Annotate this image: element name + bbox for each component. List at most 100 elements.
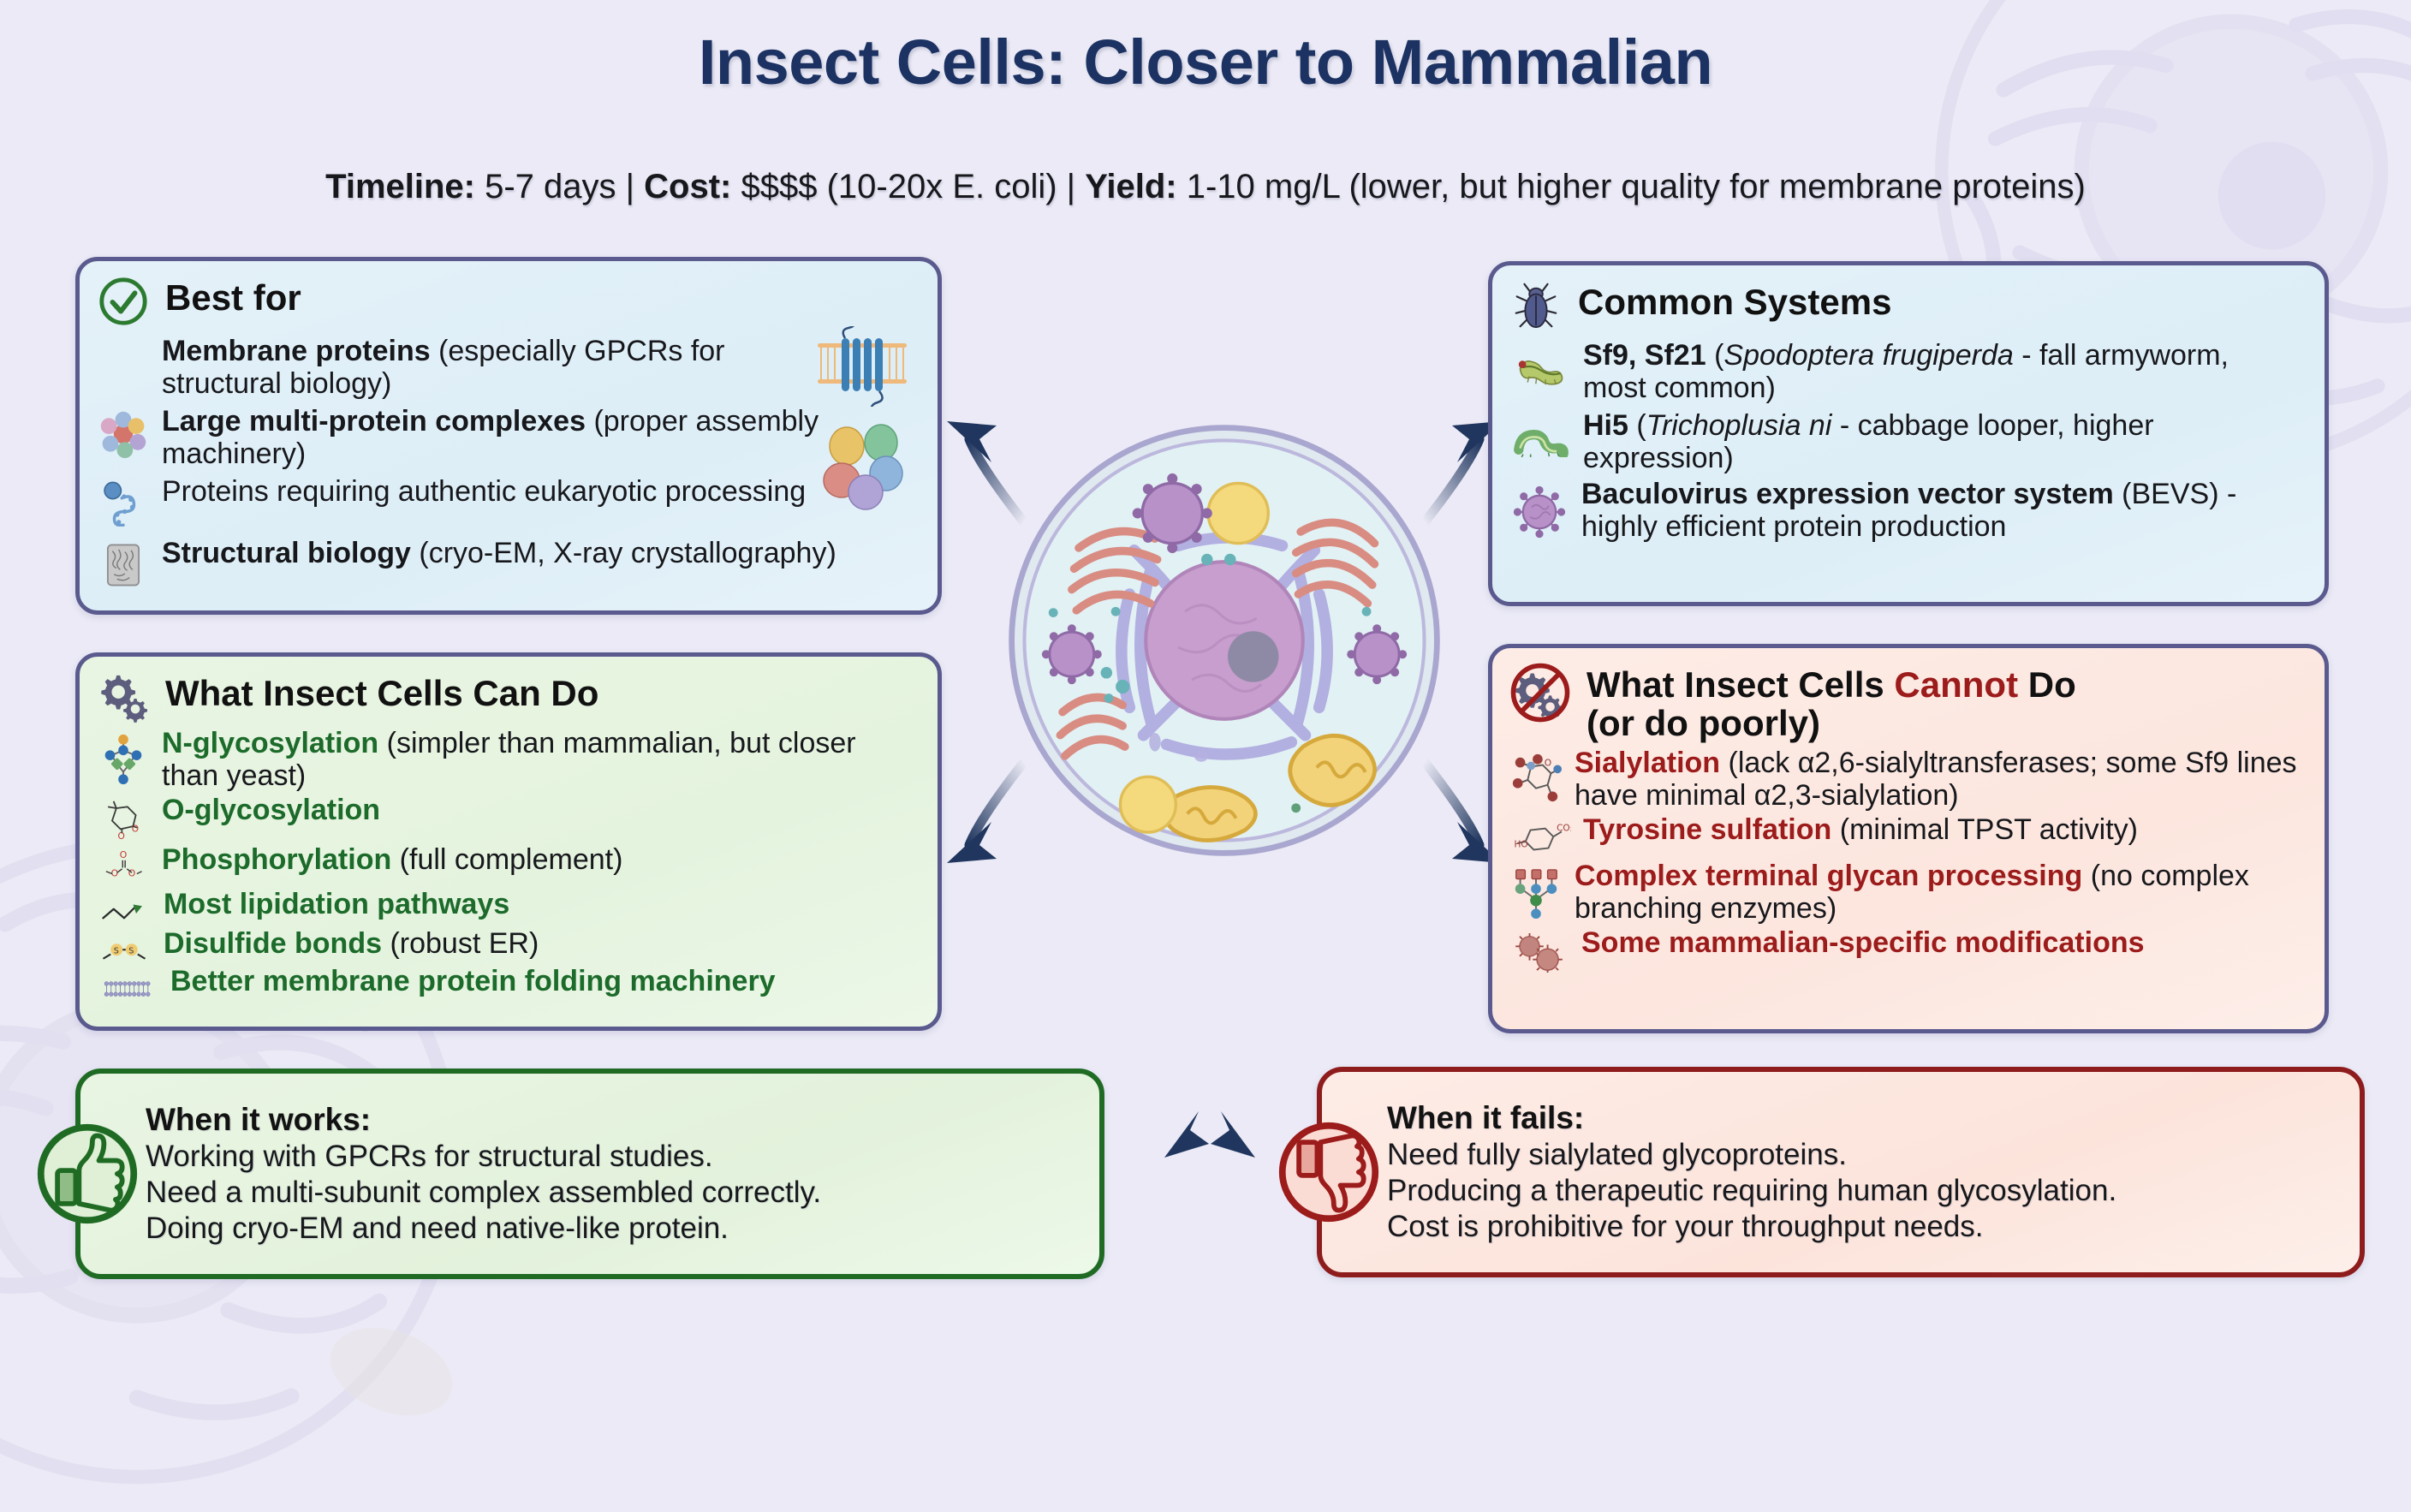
list-item: S S Disulfide bonds (robust ER) [97, 926, 920, 963]
verdict-works-line-1: Need a multi-subunit complex assembled c… [146, 1176, 822, 1210]
card-can-do-title: What Insect Cells Can Do [165, 673, 599, 713]
cando-row-0-rest: (simpler than mammalian, but closer than… [162, 727, 856, 793]
cannot-row-2-rest: (no complex branching enzymes) [1575, 859, 2249, 925]
cando-row-4-rest: (robust ER) [382, 927, 539, 961]
disulfide-bond-icon: S S [102, 944, 146, 960]
cando-row-3-hl: Most lipidation pathways [164, 888, 510, 921]
best-row-3-bold: Structural biology [162, 537, 411, 570]
cannot-row-1-hl: Tyrosine sulfation [1583, 813, 1832, 846]
list-item: Large multi-protein complexes (proper as… [97, 403, 920, 510]
cost-value: $$$$ (10-20x E. coli) | [731, 168, 1086, 205]
cando-row-2-hl: Phosphorylation [162, 843, 392, 877]
systems-row-1-pre: ( [1628, 409, 1646, 443]
cannot-row-2-hl: Complex terminal glycan processing [1575, 859, 2083, 892]
systems-row-0-rest: - fall armyworm, most common) [1583, 339, 2229, 405]
thumbs-up-icon [37, 1123, 138, 1224]
cannot-row-1-rest: (minimal TPST activity) [1831, 813, 2138, 846]
systems-row-2-bold: Baculovirus expression vector system [1581, 478, 2114, 511]
verdict-works-line-2: Doing cryo-EM and need native-like prote… [146, 1211, 729, 1246]
card-best-for-header: Best for [80, 261, 938, 328]
card-common-systems-title: Common Systems [1578, 282, 1892, 322]
card-can-do-header: What Insect Cells Can Do [80, 657, 938, 725]
row-icon-slot [97, 333, 150, 342]
list-item: O O O Phosphorylation (full complement) [97, 842, 920, 886]
svg-text:HO: HO [1514, 839, 1527, 849]
list-item: Hi5 (Trichoplusia ni - cabbage looper, h… [1509, 408, 2307, 474]
best-row-0-bold: Membrane proteins [162, 335, 431, 367]
systems-row-1-rest: - cabbage looper, higher expression) [1583, 409, 2154, 475]
verdict-fails-line-2: Cost is prohibitive for your throughput … [1387, 1210, 1984, 1244]
list-item: Membrane proteins (especially GPCRs for … [97, 326, 920, 407]
verdict-fails-body: When it fails: Need fully sialylated gly… [1387, 1099, 2339, 1245]
cando-row-0-hl: N-glycosylation [162, 727, 379, 759]
best-row-2-rest: Proteins requiring authentic eukaryotic … [162, 475, 807, 509]
virus-particles-icon [1515, 933, 1563, 973]
svg-text:O: O [132, 824, 139, 835]
beetle-icon [1515, 283, 1557, 329]
thumbs-down-icon [1278, 1122, 1379, 1223]
timeline-value: 5-7 days | [475, 168, 645, 205]
cando-row-4-hl: Disulfide bonds [164, 927, 382, 961]
verdict-works-title: When it works: [146, 1101, 372, 1137]
card-common-systems-header: Common Systems [1492, 265, 2325, 332]
branched-glycan-icon [1515, 869, 1557, 919]
card-can-do-rows: N-glycosylation (simpler than mammalian,… [80, 725, 938, 1006]
check-circle-icon [99, 277, 147, 325]
systems-row-0-pre: ( [1706, 339, 1724, 372]
infographic-canvas: Insect Cells: Closer to Mammalian Timeli… [0, 0, 2411, 1279]
svg-text:S: S [128, 947, 134, 956]
best-row-0-rest: (especially GPCRs for structural biology… [162, 335, 725, 401]
cannot-row-3-hl: Some mammalian-specific modifications [1581, 926, 2145, 960]
card-best-for: Best for Membrane proteins (especially G… [75, 257, 942, 615]
armyworm-caterpillar-icon [1518, 360, 1563, 385]
page-subtitle: Timeline: 5-7 days | Cost: $$$$ (10-20x … [0, 168, 2411, 206]
list-item: O Sialylation (lack α2,6-sialyltransfera… [1509, 745, 2307, 812]
sialic-acid-icon: O [1512, 753, 1563, 801]
list-item: CO₃ HO Tyrosine sulfation (minimal TPST … [1509, 812, 2307, 858]
card-common-systems: Common Systems Sf9, Sf21 (Spodoptera fru… [1488, 261, 2329, 606]
phosphate-group-icon: O O O [105, 849, 142, 879]
svg-text:O: O [128, 868, 135, 879]
cando-row-1-hl: O-glycosylation [162, 794, 381, 827]
card-best-for-rows: Membrane proteins (especially GPCRs for … [80, 326, 938, 598]
card-can-do: What Insect Cells Can Do [75, 652, 942, 1031]
card-best-for-title: Best for [165, 277, 301, 318]
list-item: Most lipidation pathways [97, 886, 920, 926]
cannot-title-post: Do [2018, 664, 2076, 705]
cannot-row-0-rest: (lack α2,6-sialyltransferases; some Sf9 … [1575, 746, 2297, 812]
systems-row-0-bold: Sf9, Sf21 [1583, 339, 1706, 372]
list-item: Structural biology (cryo-EM, X-ray cryst… [97, 535, 920, 590]
cannot-title-pre: What Insect Cells [1586, 664, 1895, 705]
no-gears-icon [1510, 663, 1570, 723]
o-glycan-sugar-icon: O O [107, 801, 139, 842]
gears-icon [101, 675, 147, 723]
svg-text:CO₃: CO₃ [1557, 823, 1571, 833]
list-item: Complex terminal glycan processing (no c… [1509, 858, 2307, 925]
list-item: O O O-glycosylation [97, 792, 920, 842]
list-item: Baculovirus expression vector system (BE… [1509, 476, 2307, 543]
list-item: Better membrane protein folding machiner… [97, 963, 920, 997]
card-cannot-do: What Insect Cells Cannot Do (or do poorl… [1488, 644, 2329, 1033]
protein-complex-icon [100, 411, 146, 459]
systems-row-0-species: Spodoptera frugiperda [1723, 339, 2014, 372]
baculovirus-icon [1513, 486, 1566, 539]
systems-row-1-bold: Hi5 [1583, 409, 1628, 443]
svg-text:O: O [120, 849, 127, 860]
yield-value: 1-10 mg/L (lower, but higher quality for… [1176, 168, 2086, 205]
svg-text:S: S [114, 947, 119, 956]
svg-text:O: O [111, 868, 118, 879]
systems-row-1-species: Trichoplusia ni [1646, 409, 1832, 443]
best-row-3-rest: (cryo-EM, X-ray crystallography) [410, 537, 836, 570]
verdict-when-it-fails: When it fails: Need fully sialylated gly… [1278, 1067, 2365, 1277]
verdict-when-it-works: When it works: Working with GPCRs for st… [37, 1069, 1104, 1279]
list-item: Proteins requiring authentic eukaryotic … [97, 473, 920, 527]
protein-complex-blobs-icon [823, 424, 903, 510]
best-row-1-bold: Large multi-protein complexes [162, 405, 586, 438]
lipid-chain-icon [102, 904, 142, 920]
page-title: Insect Cells: Closer to Mammalian [698, 27, 1713, 98]
card-cannot-do-rows: O Sialylation (lack α2,6-sialyltransfera… [1492, 743, 2325, 981]
list-item: Sf9, Sf21 (Spodoptera frugiperda - fall … [1509, 337, 2307, 404]
list-item: Some mammalian-specific modifications [1509, 925, 2307, 973]
card-common-systems-rows: Sf9, Sf21 (Spodoptera frugiperda - fall … [1492, 332, 2325, 551]
cryoem-grid-icon [106, 544, 140, 586]
